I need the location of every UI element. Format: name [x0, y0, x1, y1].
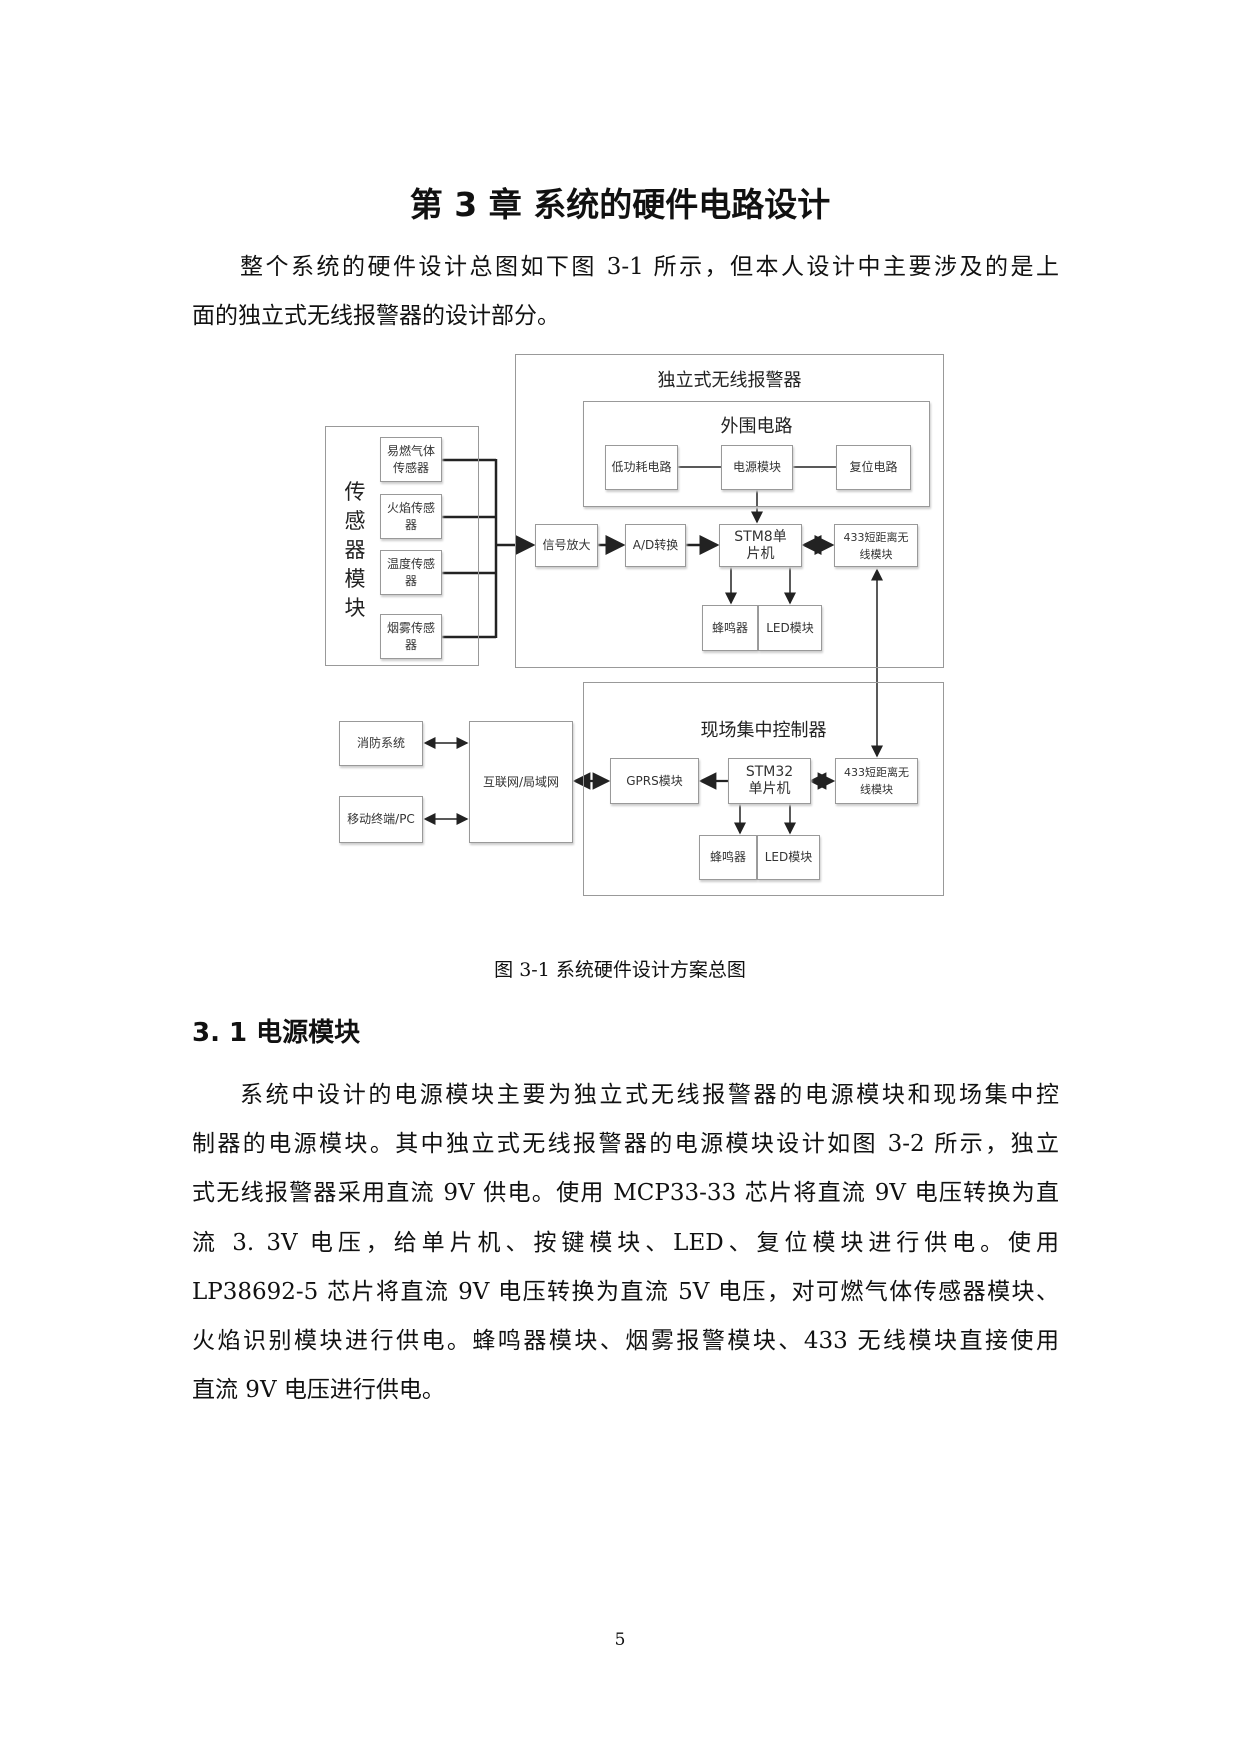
flame-sensor-box: 火焰传感器: [380, 494, 442, 539]
field-controller-label: 现场集中控制器: [700, 720, 827, 741]
sensor-module-frame: [325, 426, 479, 666]
mobile-terminal-box: 移动终端/PC: [339, 796, 423, 843]
intro-line: 面的独立式无线报警器的设计部分。: [192, 303, 560, 329]
reset-circuit-box: 复位电路: [836, 445, 911, 490]
flammable-gas-sensor-box: 易燃气体传感器: [380, 437, 442, 482]
page-number: 5: [614, 1630, 626, 1650]
wireless-433-box: 433短距离无线模块: [835, 758, 918, 804]
body-line: 制器的电源模块。其中独立式无线报警器的电源模块设计如图 3-2 所示，独立: [192, 1131, 1059, 1157]
sensor-module-label: 传感器模块: [344, 480, 366, 620]
smoke-sensor-box: 烟雾传感器: [380, 614, 442, 659]
stm32-mcu-box: STM32单片机: [728, 758, 811, 804]
body-line: 直流 9V 电压进行供电。: [192, 1377, 445, 1403]
standalone-alarm-frame: [515, 354, 944, 668]
gprs-module-box: GPRS模块: [610, 758, 699, 804]
fire-system-box: 消防系统: [339, 721, 423, 766]
chapter-title: 第 3 章 系统的硬件电路设计: [409, 185, 831, 224]
intro-line: 整个系统的硬件设计总图如下图 3-1 所示，但本人设计中主要涉及的是上: [240, 254, 1059, 280]
buzzer-box: 蜂鸣器: [699, 835, 757, 880]
section-heading: 3. 1 电源模块: [192, 1018, 361, 1048]
network-box: 互联网/局域网: [469, 721, 573, 843]
standalone-alarm-label: 独立式无线报警器: [657, 370, 802, 391]
body-line: 火焰识别模块进行供电。蜂鸣器模块、烟雾报警模块、433 无线模块直接使用: [192, 1328, 1059, 1354]
led-module-box: LED模块: [757, 835, 820, 880]
led-module-box: LED模块: [758, 605, 822, 651]
temperature-sensor-box: 温度传感器: [380, 550, 442, 595]
field-controller-frame: [583, 682, 944, 896]
body-line: 流 3. 3V 电压，给单片机、按键模块、LED、复位模块进行供电。使用: [192, 1230, 1059, 1256]
body-line: LP38692-5 芯片将直流 9V 电压转换为直流 5V 电压，对可燃气体传感…: [192, 1279, 1059, 1305]
signal-amplifier-box: 信号放大: [535, 524, 598, 567]
peripheral-frame: [583, 401, 930, 507]
low-power-circuit-box: 低功耗电路: [605, 445, 678, 490]
ad-converter-box: A/D转换: [625, 524, 686, 567]
power-module-box: 电源模块: [721, 445, 793, 490]
body-line: 系统中设计的电源模块主要为独立式无线报警器的电源模块和现场集中控: [240, 1082, 1059, 1108]
peripheral-label: 外围电路: [720, 416, 793, 437]
buzzer-box: 蜂鸣器: [702, 605, 758, 651]
wireless-433-box: 433短距离无线模块: [834, 524, 918, 567]
figure-caption: 图 3-1 系统硬件设计方案总图: [494, 959, 746, 981]
stm8-mcu-box: STM8单片机: [719, 524, 802, 567]
body-line: 式无线报警器采用直流 9V 供电。使用 MCP33-33 芯片将直流 9V 电压…: [192, 1180, 1059, 1206]
